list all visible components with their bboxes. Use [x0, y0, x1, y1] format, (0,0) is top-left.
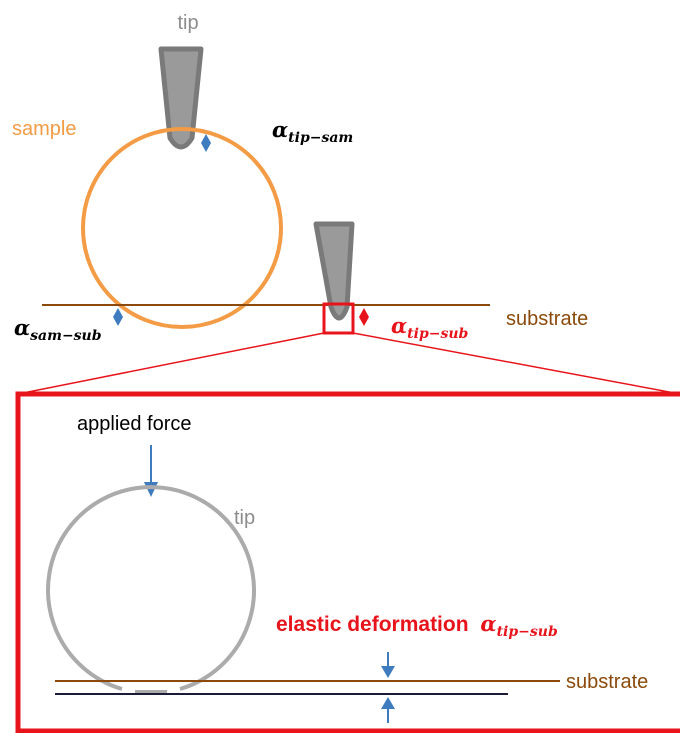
svg-text:elastic deformation αtip: elastic deformation αtip−sub [276, 611, 558, 640]
svg-text:αtip−sub: αtip−sub [391, 313, 469, 342]
contact-marker-sam-sub [113, 308, 123, 326]
contact-marker-tip-sub [359, 308, 369, 326]
deformation-arrowhead-bottom [381, 697, 395, 709]
zoom-region-box [322, 302, 355, 335]
contact-marker-tip-sam [201, 134, 211, 152]
tip-label: tip [177, 12, 198, 34]
alpha-tip-sub-label: αtip−sub [391, 313, 469, 342]
tip-zoom-label: tip [234, 507, 255, 529]
svg-text:αtip−sam: αtip−sam [272, 117, 353, 146]
afm-tip-lower [313, 221, 355, 321]
zoom-panel-frame [15, 391, 680, 733]
zoom-connector-left [17, 332, 325, 395]
zoom-connector-right [352, 332, 680, 395]
applied-force-label: applied force [77, 413, 192, 435]
sample-circle [81, 127, 283, 329]
deformation-arrowhead-top [381, 666, 395, 678]
substrate-label: substrate [506, 308, 588, 330]
afm-tip-upper [158, 46, 204, 150]
svg-text:αsam−sub: αsam−sub [14, 315, 102, 344]
substrate-zoom-label: substrate [566, 671, 648, 693]
elastic-deformation-label: elastic deformation αtip−sub [276, 611, 558, 640]
alpha-tip-sam-label: αtip−sam [272, 117, 353, 146]
sample-label: sample [12, 118, 76, 140]
deformed-tip-circle [46, 485, 256, 691]
alpha-sam-sub-label: αsam−sub [14, 315, 102, 344]
applied-force-arrowhead [144, 482, 158, 497]
